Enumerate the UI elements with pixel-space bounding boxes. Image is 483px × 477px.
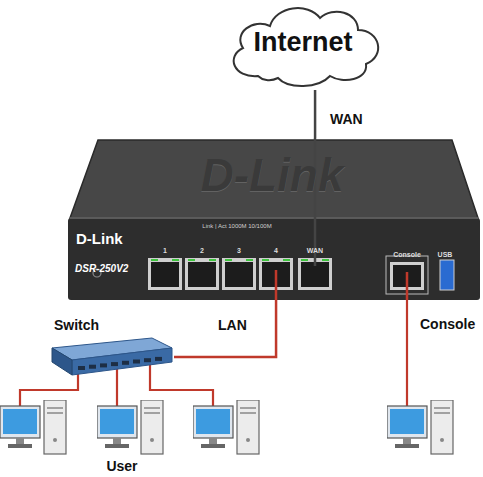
port-number: 2: [200, 247, 204, 255]
port-name: WAN: [307, 247, 323, 255]
connection-label: WAN: [330, 112, 363, 127]
switch-port: [100, 363, 107, 367]
port-led: [188, 259, 195, 261]
switch-port: [122, 361, 129, 365]
switch-side: [52, 348, 72, 375]
ethernet-port: [185, 258, 219, 290]
port-led: [151, 259, 158, 261]
switch-port: [155, 357, 162, 361]
embossed-logo: D-Link: [200, 150, 343, 201]
port-number: 1: [163, 247, 167, 255]
port-led: [301, 259, 308, 261]
network-link: [174, 300, 276, 357]
user-computer: [193, 400, 259, 454]
port-led: [283, 259, 290, 261]
port-led: [225, 259, 232, 261]
internet-cloud: Internet: [218, 0, 388, 90]
network-switch: Switch: [48, 318, 174, 388]
user-computer: [0, 400, 66, 454]
switch-port: [89, 365, 96, 369]
port-number: 3: [237, 247, 241, 255]
port-socket: [225, 262, 253, 287]
port-socket: [151, 262, 179, 287]
network-cable: [150, 358, 213, 406]
router-device-outline: [68, 138, 480, 300]
console-computer: [387, 400, 453, 454]
led-legend-text: Link | Act 1000M 10/100M: [202, 223, 271, 230]
user-computer: [97, 400, 163, 454]
port-led: [172, 259, 179, 261]
switch-port: [144, 358, 151, 362]
port-socket: [188, 262, 216, 287]
router-device: D-LinkDSR-250V2: [68, 138, 480, 300]
node-title: Internet: [253, 28, 352, 58]
switch-port: [133, 360, 140, 364]
switch-port: [111, 362, 118, 366]
node-title: D-Link: [76, 231, 123, 248]
group-label: User: [106, 459, 137, 474]
ethernet-port: [148, 258, 182, 290]
switch-port: [78, 366, 85, 370]
network-link: [314, 90, 317, 138]
cloud-shape: [234, 8, 378, 86]
port-led: [246, 259, 253, 261]
node-subtitle: DSR-250V2: [75, 263, 128, 274]
lan-cable: [275, 270, 278, 300]
port-led: [322, 259, 329, 261]
console-cable: [406, 298, 408, 406]
node-title: Switch: [54, 318, 99, 333]
router-front: [68, 218, 480, 300]
port-led: [262, 259, 269, 261]
wan-cable: [314, 138, 317, 266]
router-top: [70, 140, 478, 218]
router-edge: [70, 217, 478, 219]
cable-label: Console: [420, 317, 475, 332]
port-led: [209, 259, 216, 261]
port-number: 4: [274, 247, 278, 255]
connection-label: LAN: [218, 318, 247, 333]
ethernet-port: [222, 258, 256, 290]
console-cable: [406, 272, 409, 300]
port-name: USB: [438, 251, 453, 259]
port-name: Console: [393, 251, 421, 259]
usb-port: [440, 260, 454, 290]
switch-front: [72, 348, 172, 375]
